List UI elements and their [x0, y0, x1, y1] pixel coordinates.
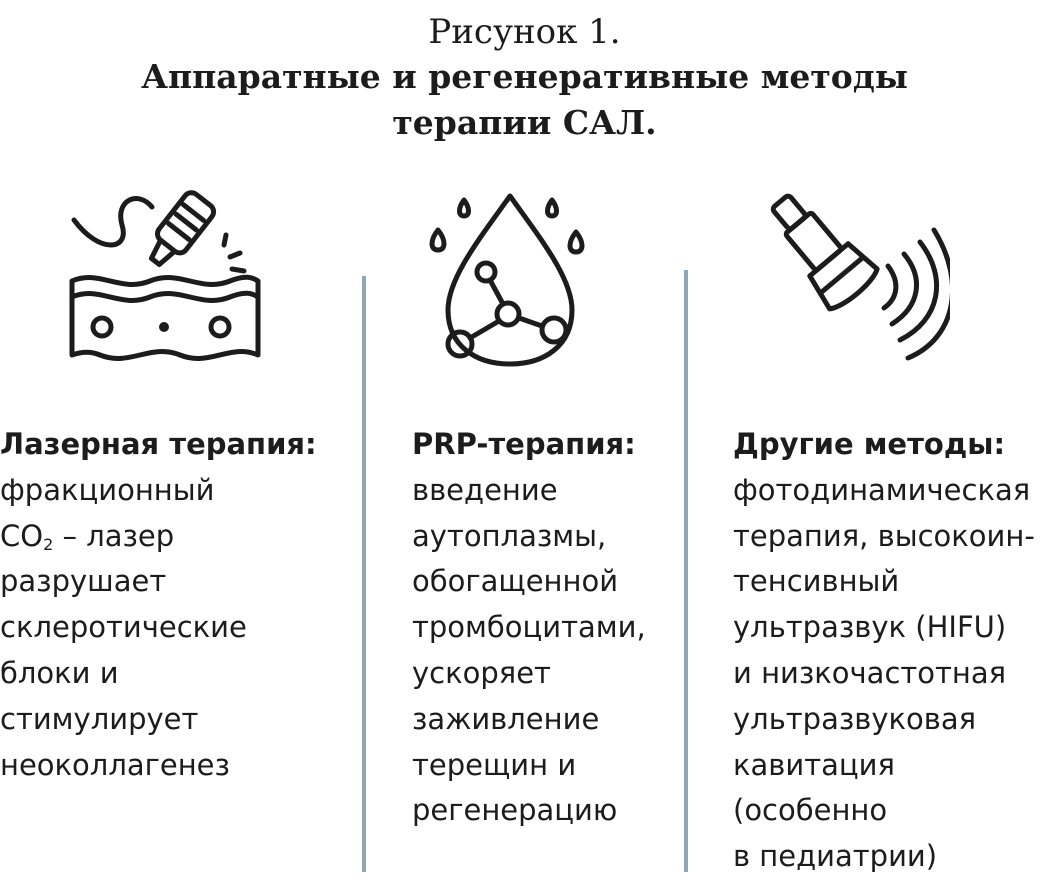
column-line: кавитация: [733, 747, 895, 782]
column-prp-therapy: PRP-терапия: введение аутоплазмы, обогащ…: [412, 422, 646, 834]
column-line: неоколлагенез: [0, 747, 230, 782]
column-line: ускоряет: [412, 655, 551, 690]
column-other-methods: Другие методы: фотодинамическая терапия,…: [733, 422, 1035, 880]
column-heading: PRP-терапия:: [412, 427, 636, 461]
figure-number: Рисунок 1.: [428, 12, 621, 52]
column-divider-2: [684, 270, 688, 872]
co2-text: CO: [0, 518, 44, 553]
column-laser-therapy: Лазерная терапия: фракционный CO2 – лазе…: [0, 422, 317, 788]
column-line: обогащенной: [412, 564, 619, 599]
column-line: блоки и: [0, 655, 119, 690]
column-line: тенсивный: [733, 564, 900, 599]
column-line: в педиатрии): [733, 839, 938, 874]
column-line: ультразвуковая: [733, 701, 977, 736]
column-line: ультразвук (HIFU): [733, 610, 1007, 645]
ultrasound-probe-icon: [760, 182, 950, 372]
column-line: и низкочастотная: [733, 655, 1007, 690]
column-line: (особенно: [733, 793, 888, 828]
column-line: аутоплазмы,: [412, 518, 607, 553]
figure-title-line-2: терапии САЛ.: [392, 103, 657, 142]
column-line: тромбоцитами,: [412, 610, 646, 645]
column-line: терапия, высокоин-: [733, 518, 1035, 553]
column-line-co2: CO2 – лазер: [0, 514, 317, 560]
laser-skin-icon: [60, 185, 270, 365]
plasma-drop-icon: [420, 188, 600, 368]
column-line-laser: – лазер: [62, 518, 175, 553]
column-line: фракционный: [0, 472, 215, 507]
co2-subscript: 2: [43, 534, 54, 554]
column-line: терещин и: [412, 747, 577, 782]
column-line: фотодинамическая: [733, 472, 1031, 507]
column-line: разрушает: [0, 564, 167, 599]
column-divider-1: [362, 276, 366, 872]
column-line: стимулирует: [0, 701, 199, 736]
column-line: регенерацию: [412, 793, 618, 828]
figure-title-line-1: Аппаратные и регенеративные методы: [141, 57, 908, 96]
column-heading: Лазерная терапия:: [0, 427, 317, 461]
column-line: склеротические: [0, 610, 247, 645]
column-line: введение: [412, 472, 558, 507]
figure-caption: Рисунок 1. Аппаратные и регенеративные м…: [0, 10, 1049, 146]
column-line: заживление: [412, 701, 600, 736]
column-heading: Другие методы:: [733, 427, 1006, 461]
